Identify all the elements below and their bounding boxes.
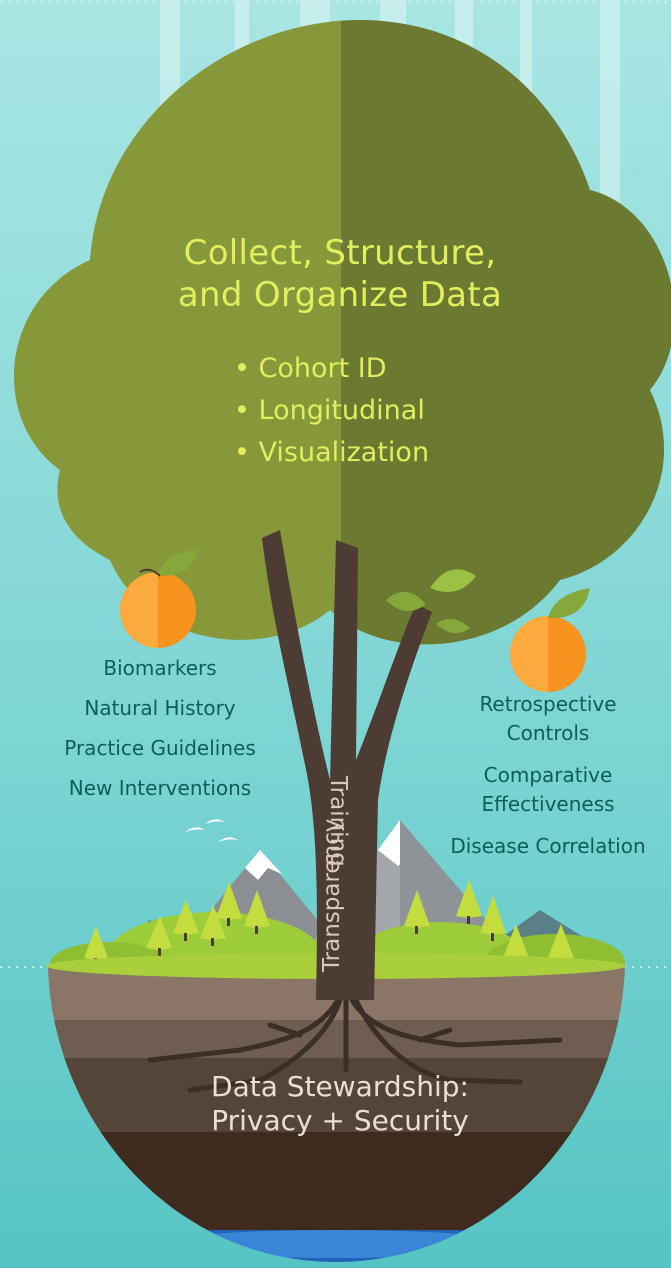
list-item: Comparative Effectiveness xyxy=(481,763,615,816)
list-item: Disease Correlation xyxy=(450,834,646,858)
stewardship-line1: Data Stewardship: xyxy=(211,1070,469,1103)
leaf-icon xyxy=(386,569,476,634)
left-branch-list: Biomarkers Natural History Practice Guid… xyxy=(20,648,300,808)
pine-tree-icon xyxy=(84,880,574,966)
bullet-item: • Longitudinal xyxy=(234,395,425,426)
orange-fruit-icon xyxy=(510,588,590,692)
stewardship-caption: Data Stewardship: Privacy + Security xyxy=(140,1070,540,1138)
list-item: Retrospective Controls xyxy=(479,692,617,745)
right-branch-list: Retrospective Controls Comparative Effec… xyxy=(442,690,654,874)
canopy-title-line2: and Organize Data xyxy=(177,275,503,315)
tree-trunk xyxy=(262,530,432,1000)
bird-icon xyxy=(185,819,238,842)
soil-bowl xyxy=(48,966,625,1262)
list-item: New Interventions xyxy=(68,776,252,800)
canopy-bullet-list: • Cohort ID • Longitudinal • Visualizati… xyxy=(234,348,429,474)
trunk-label-training: Training xyxy=(325,776,351,867)
canopy-title: Collect, Structure, and Organize Data xyxy=(0,232,671,316)
bullet-item: • Cohort ID xyxy=(234,353,387,384)
bullet-item: • Visualization xyxy=(234,437,430,468)
list-item: Practice Guidelines xyxy=(64,736,256,760)
canopy-title-line1: Collect, Structure, xyxy=(183,233,497,273)
list-item: Biomarkers xyxy=(103,656,217,680)
stewardship-line2: Privacy + Security xyxy=(211,1104,469,1137)
roots xyxy=(147,997,563,1093)
orange-fruit-icon xyxy=(120,549,198,648)
list-item: Natural History xyxy=(84,696,236,720)
